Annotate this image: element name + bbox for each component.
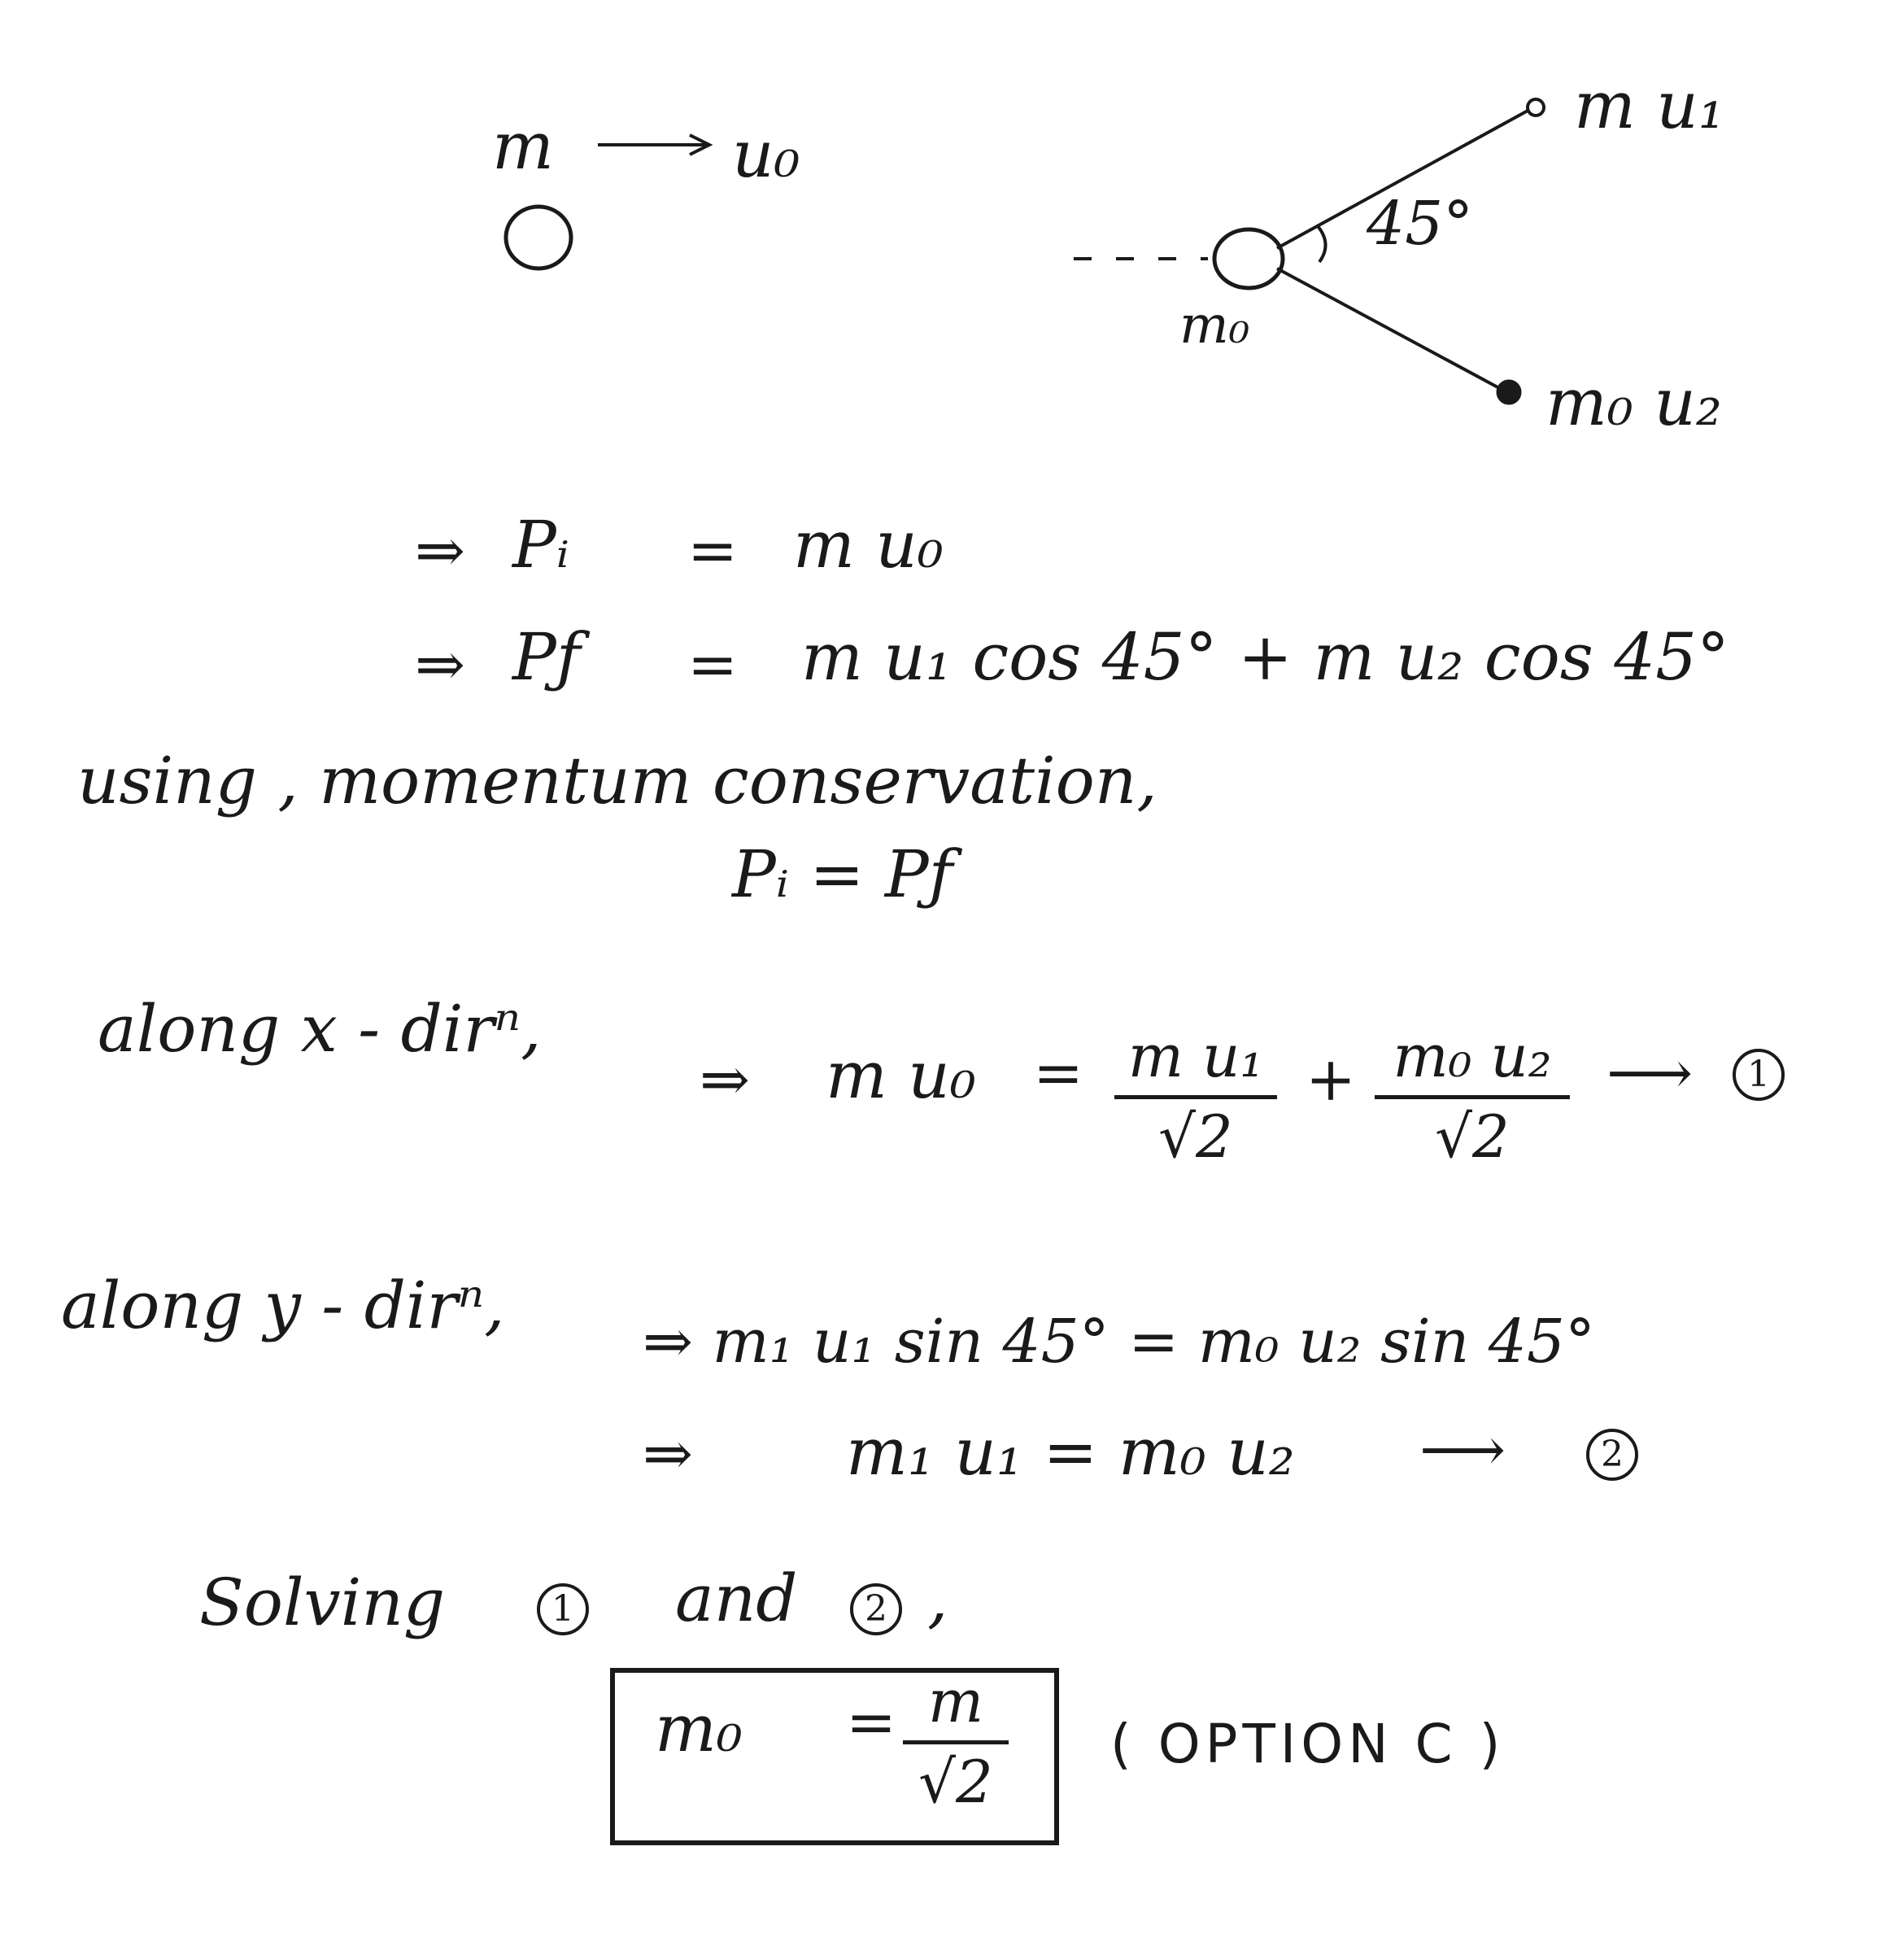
- incoming-mass-label: m: [492, 108, 554, 184]
- solving-eq-1-marker: 1: [537, 1582, 589, 1635]
- solving-comma: ,: [927, 1561, 948, 1636]
- angle-label: 45°: [1367, 189, 1474, 259]
- conservation-equation: Pᵢ = Pƒ: [732, 836, 953, 912]
- x-fraction-1: m u₁ √2: [1114, 1027, 1277, 1166]
- pi-rhs: m u₀: [793, 507, 944, 583]
- answer-numerator: m: [903, 1672, 1009, 1744]
- using-momentum-conservation: using , momentum conservation,: [77, 743, 1157, 818]
- y-equation-number: 2: [1586, 1420, 1638, 1481]
- x-lhs: m u₀: [826, 1037, 976, 1113]
- solving-and: and: [675, 1561, 798, 1636]
- answer-box: [610, 1668, 1059, 1845]
- x-fraction-1-numerator: m u₁: [1114, 1027, 1277, 1099]
- upper-particle-dot: [1526, 98, 1545, 117]
- solving-ref-1: 1: [537, 1574, 589, 1635]
- y-equation-arrow: ⟶: [1419, 1415, 1506, 1485]
- answer-denominator: √2: [918, 1748, 993, 1816]
- velocity-arrowhead: [689, 133, 713, 156]
- x-fraction-2: m₀ u₂ √2: [1375, 1027, 1570, 1166]
- angle-arc: [1316, 225, 1327, 264]
- answer-lhs: m₀: [655, 1691, 743, 1766]
- solving-text: Solving: [199, 1565, 446, 1640]
- y-direction-label: along y - dirⁿ,: [61, 1268, 505, 1343]
- pf-eq: =: [687, 630, 739, 700]
- x-equation-number: 1: [1733, 1040, 1785, 1101]
- pi-arrow: ⇒: [415, 516, 466, 586]
- pi-lhs: Pᵢ: [512, 507, 569, 583]
- y-line-2: m₁ u₁ = m₀ u₂: [846, 1414, 1295, 1490]
- pf-rhs: m u₁ cos 45° + m u₂ cos 45°: [801, 619, 1730, 695]
- answer-fraction: m √2: [903, 1672, 1009, 1811]
- pf-arrow: ⇒: [415, 630, 466, 700]
- equation-2-marker: 2: [1586, 1428, 1638, 1481]
- lower-particle-dot: [1496, 379, 1522, 405]
- target-mass-label: m₀: [1179, 295, 1250, 356]
- equation-1-marker: 1: [1733, 1048, 1785, 1101]
- x-equation-arrow: ⟶: [1606, 1038, 1694, 1108]
- y-line-2-arrow: ⇒: [643, 1419, 694, 1489]
- lower-particle-label: m₀ u₂: [1545, 364, 1722, 440]
- x-direction-label: along x - dirⁿ,: [98, 991, 542, 1067]
- pf-lhs: Pƒ: [512, 619, 581, 695]
- x-arrow: ⇒: [700, 1045, 751, 1115]
- target-ball: [1212, 227, 1285, 290]
- answer-eq: =: [846, 1687, 897, 1757]
- x-fraction-1-denominator: √2: [1158, 1102, 1233, 1171]
- x-eq: =: [1033, 1038, 1084, 1108]
- x-fraction-2-numerator: m₀ u₂: [1375, 1027, 1570, 1099]
- solving-eq-2-marker: 2: [850, 1582, 902, 1635]
- incoming-velocity-label: u₀: [732, 116, 800, 192]
- x-plus: +: [1306, 1045, 1357, 1115]
- x-fraction-2-denominator: √2: [1435, 1102, 1510, 1171]
- solving-ref-2: 2: [850, 1574, 902, 1635]
- y-line-1: ⇒ m₁ u₁ sin 45° = m₀ u₂ sin 45°: [643, 1307, 1595, 1377]
- lower-path: [1276, 267, 1502, 391]
- incoming-ball: [504, 204, 573, 271]
- pi-eq: =: [687, 516, 739, 586]
- answer-option: ( OPTION C ): [1110, 1713, 1506, 1775]
- collision-diagram: [504, 98, 1545, 405]
- upper-particle-label: m u₁: [1574, 68, 1724, 143]
- upper-path: [1276, 108, 1530, 250]
